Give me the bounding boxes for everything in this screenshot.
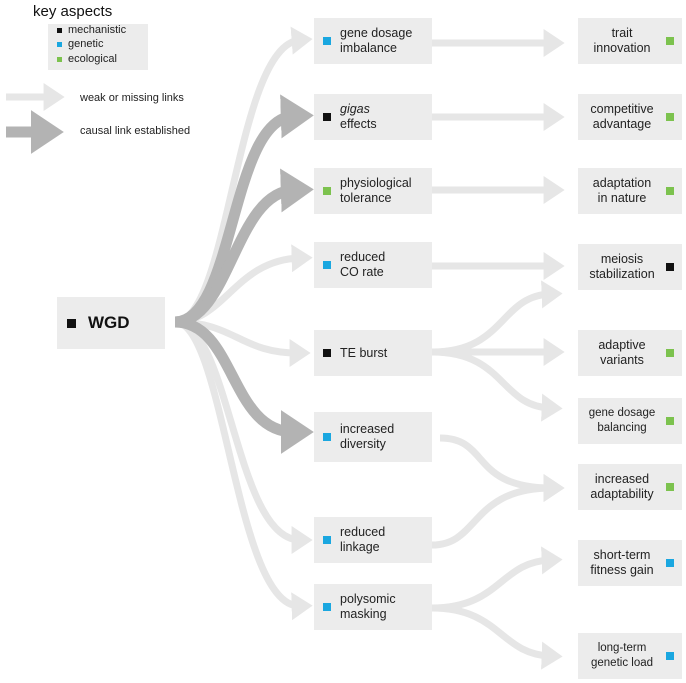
link-linkage-adaptability	[431, 474, 565, 549]
legend-title: key aspects	[33, 3, 113, 20]
link-wgd-diversity	[174, 316, 314, 454]
ecological-marker	[666, 113, 674, 121]
ecological-marker	[323, 187, 331, 195]
link-polysomic-shortterm	[431, 546, 563, 612]
legend-causal-label: causal link established	[80, 125, 191, 137]
genetic-marker	[323, 433, 331, 441]
mechanistic-marker	[323, 113, 331, 121]
link-wgd-physiological	[174, 168, 314, 328]
legend-item-genetic: genetic	[57, 38, 103, 50]
legend-item-mechanistic: mechanistic	[57, 24, 126, 36]
genetic-marker	[323, 37, 331, 45]
genetic-marker	[666, 559, 674, 567]
ecological-marker	[666, 37, 674, 45]
mechanistic-marker	[67, 318, 76, 328]
mechanistic-marker	[323, 349, 331, 357]
ecological-marker	[666, 349, 674, 357]
ecological-marker	[666, 483, 674, 491]
link-te-meiosis	[431, 280, 563, 356]
node-te-burst: TE burst	[314, 330, 432, 376]
legend-weak-label: weak or missing links	[80, 92, 184, 104]
mechanistic-marker	[666, 263, 674, 271]
link-polysomic-longterm	[431, 604, 563, 670]
genetic-marker	[323, 536, 331, 544]
ecological-marker	[666, 187, 674, 195]
genetic-swatch	[57, 41, 62, 47]
link-te-balancing	[431, 348, 563, 422]
ecological-swatch	[57, 56, 62, 62]
ecological-marker	[666, 417, 674, 425]
link-wgd-polysomic	[174, 318, 313, 621]
genetic-marker	[666, 652, 674, 660]
genetic-marker	[323, 603, 331, 611]
mechanistic-swatch	[57, 27, 62, 33]
root-node-wgd: WGD	[57, 297, 165, 349]
link-wgd-gene-dosage	[174, 26, 313, 326]
legend-item-ecological: ecological	[57, 53, 117, 65]
legend-box	[48, 24, 148, 70]
genetic-marker	[323, 261, 331, 269]
link-diversity-adaptability	[439, 434, 565, 502]
